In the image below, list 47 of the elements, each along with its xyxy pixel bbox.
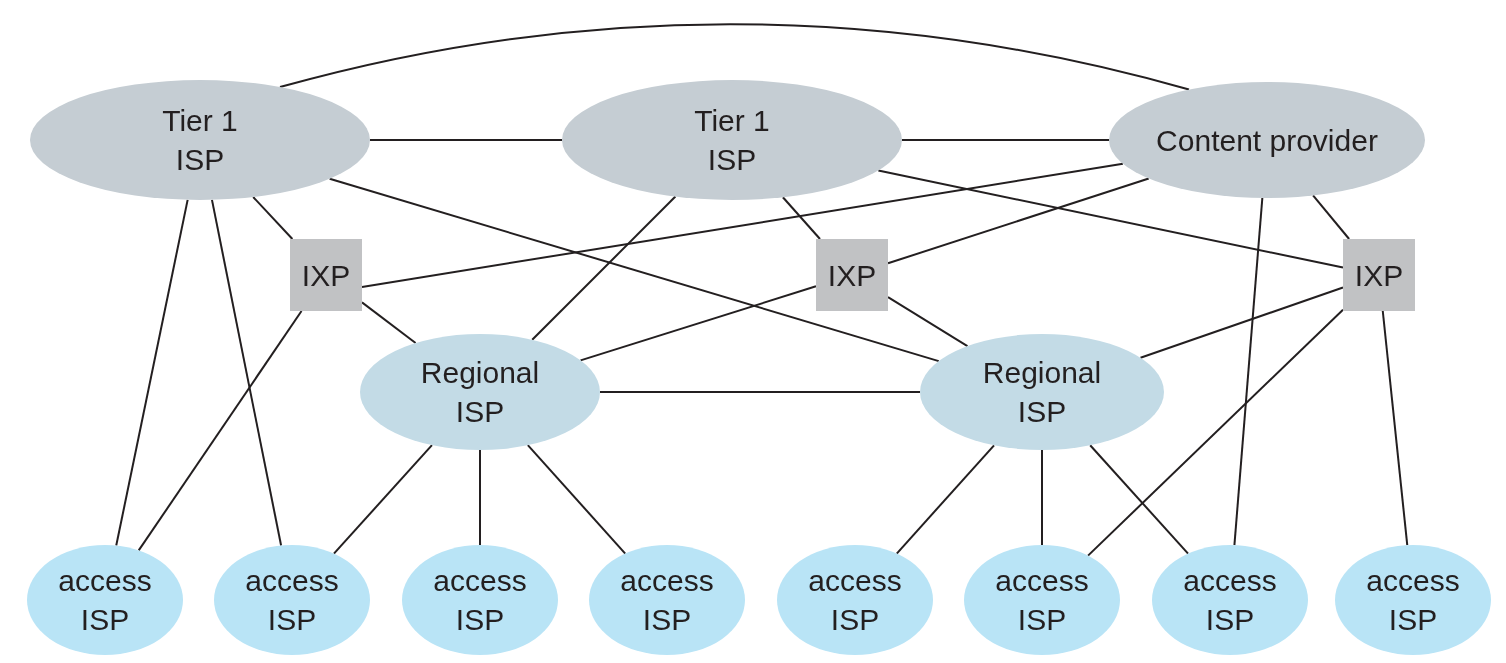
link-line bbox=[279, 23, 1190, 91]
link-line bbox=[887, 177, 1150, 265]
link-line bbox=[252, 196, 294, 240]
link-line bbox=[361, 301, 417, 345]
link-line bbox=[369, 139, 563, 141]
node-label: access ISP bbox=[57, 563, 153, 638]
link-line bbox=[1087, 308, 1344, 557]
node-label: IXP bbox=[301, 257, 351, 294]
node-label: access ISP bbox=[432, 563, 528, 638]
link-line bbox=[332, 444, 433, 555]
node-label: access ISP bbox=[244, 563, 340, 638]
node-label: access ISP bbox=[994, 563, 1090, 638]
link-line bbox=[210, 198, 283, 547]
ixp-box bbox=[816, 239, 888, 311]
link-line bbox=[1233, 196, 1264, 547]
link-line bbox=[599, 391, 921, 393]
ixp-box bbox=[290, 239, 362, 311]
link-line bbox=[361, 162, 1124, 288]
node-label: access ISP bbox=[807, 563, 903, 638]
node-label: Regional ISP bbox=[981, 355, 1103, 430]
node-label: Tier 1 ISP bbox=[693, 103, 771, 178]
node-label: Tier 1 ISP bbox=[161, 103, 239, 178]
ixp-box bbox=[1343, 239, 1415, 311]
link-line bbox=[531, 195, 677, 341]
node-label: access ISP bbox=[1182, 563, 1278, 638]
link-line bbox=[1089, 444, 1190, 555]
link-line bbox=[328, 177, 940, 363]
link-line bbox=[887, 296, 969, 348]
node-label: Content provider bbox=[1156, 122, 1378, 159]
node-label: IXP bbox=[1354, 257, 1404, 294]
link-line bbox=[895, 444, 996, 555]
node-label: access ISP bbox=[619, 563, 715, 638]
link-line bbox=[877, 169, 1344, 269]
link-line bbox=[137, 310, 303, 552]
link-line bbox=[781, 196, 821, 240]
link-line bbox=[1139, 286, 1344, 359]
node-label: Regional ISP bbox=[419, 355, 541, 430]
link-line bbox=[1041, 449, 1043, 546]
link-line bbox=[479, 449, 481, 546]
node-label: access ISP bbox=[1365, 563, 1461, 638]
link-line bbox=[579, 285, 817, 362]
link-line bbox=[1312, 194, 1351, 240]
link-line bbox=[115, 198, 189, 547]
node-label: IXP bbox=[827, 257, 877, 294]
link-line bbox=[1381, 310, 1409, 547]
link-line bbox=[526, 444, 627, 555]
link-line bbox=[901, 139, 1110, 141]
